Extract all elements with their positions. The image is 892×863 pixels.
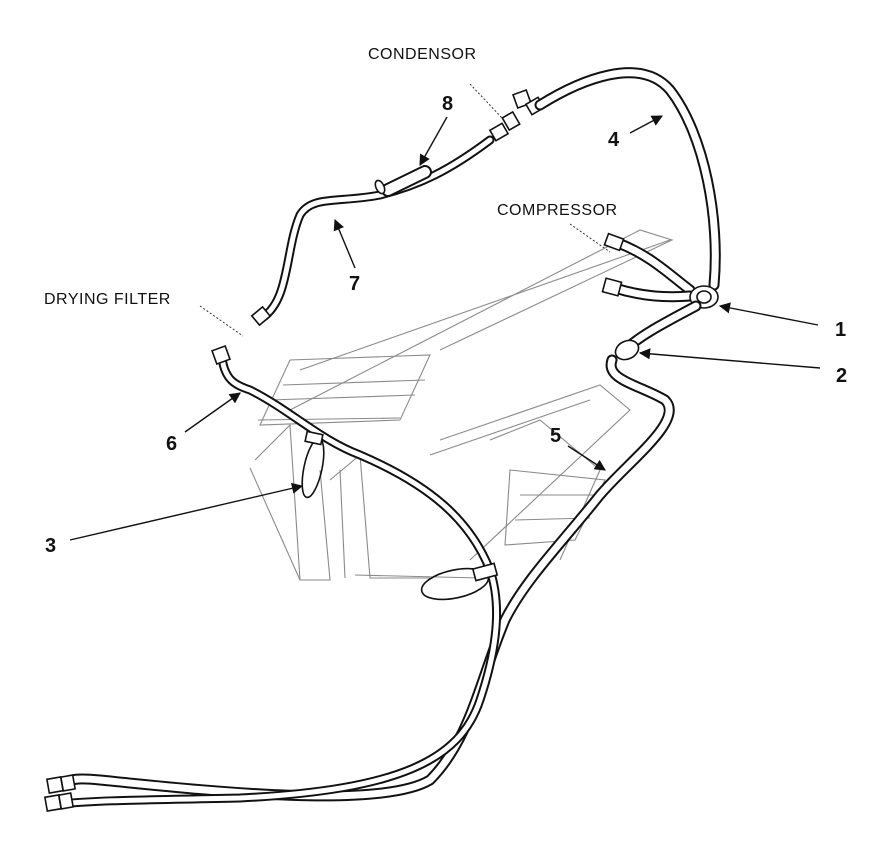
callout-7-leader <box>333 218 356 269</box>
hose-end-fitting-7 <box>250 305 272 327</box>
label-compressor: COMPRESSOR <box>497 202 618 219</box>
compressor-hoses <box>601 232 696 303</box>
hose-6 <box>55 345 502 809</box>
hose-7 <box>257 135 495 323</box>
drying-filter-dashed-leader <box>199 305 244 337</box>
condensor-fittings <box>488 89 546 142</box>
callout-2-leader <box>638 348 821 369</box>
hose-clamp-3 <box>301 430 325 499</box>
callout-7: 7 <box>349 273 360 295</box>
callout-3: 3 <box>45 535 56 557</box>
callout-3-leader <box>69 482 304 541</box>
hose-sleeve-8 <box>374 165 432 197</box>
callout-1: 1 <box>835 319 846 341</box>
compressor-dashed-leader <box>569 223 611 253</box>
hose-clamp-lower <box>420 562 499 601</box>
condensor-dashed-leader <box>469 83 503 119</box>
label-condensor: CONDENSOR <box>368 46 477 63</box>
callout-5-leader <box>567 445 606 471</box>
hose-4 <box>534 67 721 291</box>
callout-8: 8 <box>442 93 453 115</box>
callout-6: 6 <box>166 433 177 455</box>
callout-4: 4 <box>608 129 620 151</box>
callout-5: 5 <box>550 425 561 447</box>
callout-1-leader <box>718 302 819 326</box>
callout-2: 2 <box>836 365 847 387</box>
lower-end-fittings <box>43 774 77 813</box>
callout-6-leader <box>184 392 241 433</box>
hose-2 <box>614 300 702 361</box>
hose-5 <box>52 354 675 802</box>
label-drying-filter: DRYING FILTER <box>44 291 171 308</box>
callout-8-leader <box>419 116 448 166</box>
callout-4-leader <box>629 115 663 134</box>
